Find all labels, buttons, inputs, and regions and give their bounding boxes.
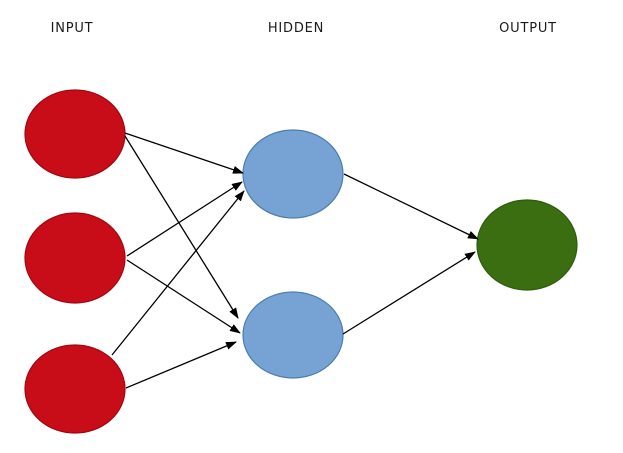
edge-input-3-to-hidden-1: [111, 190, 245, 356]
layer-label-input: INPUT: [50, 21, 94, 36]
layer-label-hidden: HIDDEN: [267, 21, 325, 36]
edge-input-2-to-hidden-2: [126, 259, 241, 334]
edge-input-1-to-hidden-2: [124, 135, 239, 319]
layer-label-output: OUTPUT: [499, 21, 557, 36]
node-input-2: [24, 212, 126, 304]
edge-input-2-to-hidden-1: [126, 181, 243, 257]
node-hidden-2: [242, 291, 344, 379]
edge-hidden-2-to-output-1: [342, 251, 476, 335]
edge-hidden-1-to-output-1: [343, 173, 479, 240]
node-hidden-1: [242, 129, 344, 219]
node-input-3: [24, 344, 126, 434]
edge-input-3-to-hidden-2: [125, 341, 237, 389]
node-output-1: [476, 199, 578, 291]
node-input-1: [24, 89, 126, 179]
edge-input-1-to-hidden-1: [124, 132, 244, 174]
